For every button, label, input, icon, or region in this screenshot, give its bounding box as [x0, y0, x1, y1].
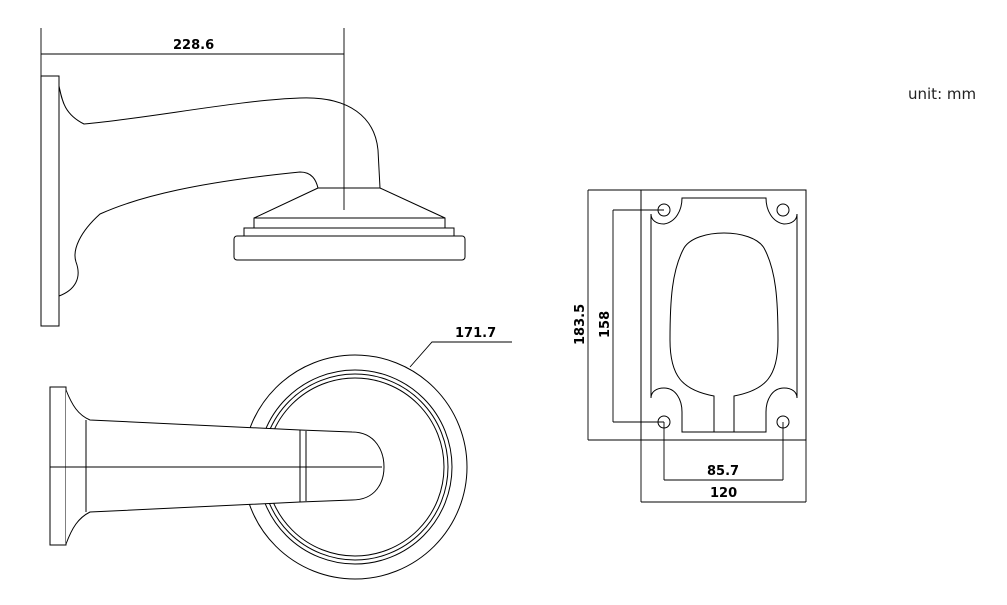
dim-plate-width-label: 120	[710, 486, 737, 501]
dim-hole-horizontal-label: 85.7	[707, 464, 739, 479]
hole-top-right	[776, 203, 790, 217]
top-wall-plate	[49, 386, 67, 546]
plate-inner-contour	[650, 197, 798, 433]
side-arm-lower-edge	[58, 171, 319, 297]
plate-outline	[640, 189, 807, 441]
plate-opening	[669, 232, 779, 433]
unit-label: unit: mm	[908, 85, 977, 103]
side-view: 228.6	[40, 28, 466, 327]
dim-plate-height-label: 183.5	[573, 304, 588, 345]
dim-dome-diameter-label: 171.7	[455, 326, 496, 341]
side-base	[233, 235, 466, 261]
side-dome-cone	[253, 187, 446, 229]
plate-view: 183.5 158 85.7 120	[573, 189, 807, 503]
side-arm-upper-edge	[58, 85, 381, 189]
dim-dome-leader	[409, 341, 512, 368]
side-wall-plate	[40, 75, 60, 327]
top-view: 171.7	[49, 326, 512, 580]
side-base-step	[243, 227, 455, 237]
dim-arm-length-label: 228.6	[173, 38, 214, 53]
dim-hole-vertical-label: 158	[598, 311, 613, 338]
